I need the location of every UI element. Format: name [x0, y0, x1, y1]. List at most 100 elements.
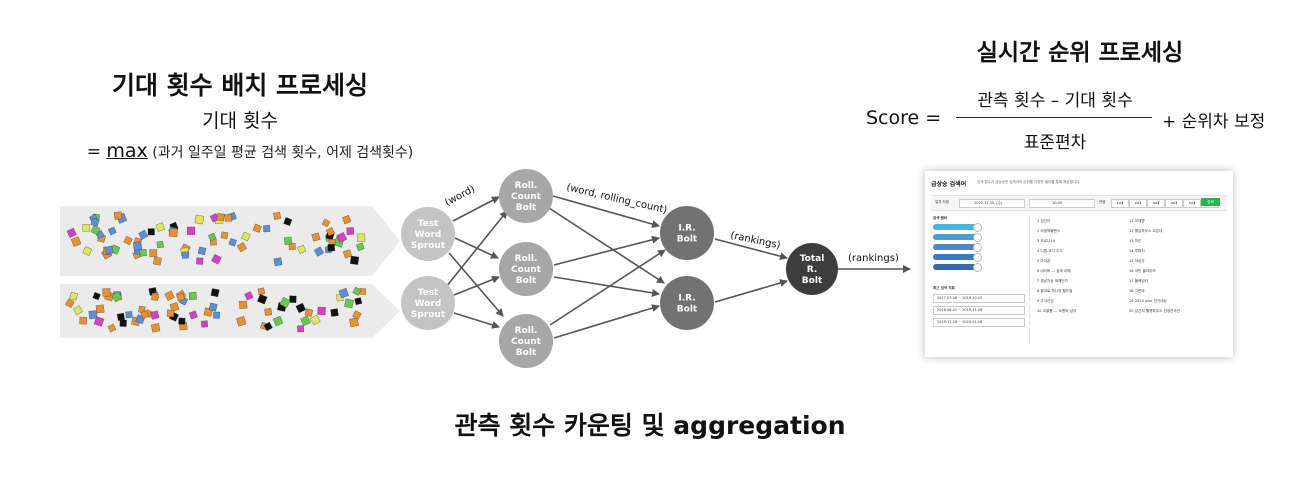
rank-item[interactable]: 1 김선아: [1037, 219, 1051, 223]
word-token: [102, 288, 111, 297]
word-token: [264, 308, 272, 316]
realtime-ranking-title: 실시간 순위 프로세싱: [976, 40, 1184, 66]
word-token: [297, 244, 307, 254]
word-token: [239, 300, 248, 309]
age-30-button[interactable]: 30대: [1147, 199, 1165, 208]
rank-item[interactable]: 19 2020 nike 연기대상: [1129, 299, 1167, 303]
edge-count1-ir1: [552, 195, 660, 228]
edge-count2-ir1: [553, 235, 660, 266]
word-token: [151, 293, 159, 301]
rank-item[interactable]: 4 디럽.코디 주식: [1037, 249, 1063, 253]
word-token: [252, 223, 262, 233]
edge-count2-ir2: [553, 276, 660, 297]
node-ir-1: I.R.Bolt: [660, 206, 714, 260]
rank-item[interactable]: 13 칙킨: [1129, 239, 1142, 243]
rank-item[interactable]: 16 국민 블라이즈: [1129, 269, 1156, 273]
filter-toggle-4[interactable]: [933, 253, 982, 262]
rank-item[interactable]: 5 아이폰: [1037, 259, 1051, 263]
word-token: [300, 315, 311, 327]
rank-item[interactable]: 3 코로나19: [1037, 239, 1055, 243]
time-field[interactable]: 10:00: [1029, 199, 1095, 208]
age-10-button[interactable]: 10대: [1111, 199, 1129, 208]
rank-item[interactable]: 11 이재명: [1129, 219, 1145, 223]
word-token: [197, 246, 207, 256]
word-token: [151, 323, 161, 333]
word-token: [279, 296, 291, 309]
word-token: [257, 294, 268, 305]
word-token: [164, 290, 175, 301]
rank-item[interactable]: 15 야상자: [1129, 259, 1145, 263]
rank-item[interactable]: 18 그린마: [1129, 289, 1145, 293]
word-token: [132, 241, 143, 251]
word-token: [336, 232, 347, 243]
word-token: [304, 308, 314, 317]
input-streams: [60, 206, 400, 338]
word-token: [139, 249, 147, 257]
dashboard-title: 급상승 검색어: [931, 181, 967, 188]
filter-toggle-5[interactable]: [933, 263, 982, 272]
topology-nodes: TestWordSproutTestWordSproutRoll.CountBo…: [401, 169, 838, 368]
word-token: [168, 228, 178, 238]
word-token: [273, 257, 283, 267]
score-denominator: 표준편차: [1023, 133, 1087, 153]
filter-section-label: 검색 필터: [933, 216, 948, 220]
word-token: [289, 295, 297, 303]
node-label-line: Sprout: [411, 241, 446, 251]
rank-item[interactable]: 14 루퍼지: [1129, 249, 1145, 253]
rank-item[interactable]: 9 주식산업: [1037, 299, 1054, 303]
formula-args: (과거 일주일 평균 검색 횟수, 어제 검색횟수): [147, 145, 414, 161]
rank-item[interactable]: 12 웨딩하우스 오픈대: [1129, 229, 1163, 233]
word-token: [119, 319, 127, 327]
word-token: [104, 245, 114, 255]
edge-label-word-rolling-count: (word, rolling_count): [565, 182, 668, 216]
word-token: [176, 292, 185, 302]
formula-prefix: =: [86, 142, 107, 162]
word-token: [108, 226, 117, 236]
recent-item-1[interactable]: 2017.03.06 ~ 2019.10.15: [933, 294, 1025, 303]
node-circle: [499, 242, 553, 296]
recent-item-2[interactable]: 2018.06.01 ~ 2019.11.26: [933, 306, 1025, 315]
age-40-button[interactable]: 40대: [1165, 199, 1183, 208]
word-token: [82, 246, 93, 256]
edge-sprout2-count3: [453, 312, 500, 329]
rank-item[interactable]: 20 김선지 헬멧하우스 선생연극관: [1129, 309, 1180, 313]
rank-item[interactable]: 6 네이버 — 쉽게 이해: [1037, 269, 1071, 273]
rank-item[interactable]: 8 결과로 하나의 월드컵: [1037, 289, 1073, 293]
recent-item-3[interactable]: 2019.11.26 ~ 2020.01.16: [933, 318, 1025, 327]
word-token: [325, 227, 335, 237]
score-label: Score =: [866, 107, 942, 129]
rank-item[interactable]: 2 허생맥플랜스: [1037, 229, 1061, 233]
node-label-line: Count: [511, 192, 542, 202]
score-numerator: 관측 횟수 – 기대 횟수: [977, 91, 1133, 111]
word-token: [188, 291, 197, 301]
node-label-line: Word: [415, 299, 442, 309]
node-label-line: Sprout: [411, 310, 446, 320]
rank-item[interactable]: 10 오을롭 — 오름의 남자: [1037, 309, 1077, 313]
age-20-button[interactable]: 20대: [1129, 199, 1147, 208]
filter-toggle-3[interactable]: [933, 243, 982, 252]
word-token: [92, 291, 101, 301]
time-value: 10:00: [1052, 201, 1063, 205]
edge-label-rankings-total: (rankings): [848, 253, 899, 264]
date-field[interactable]: 2020.12.30. (수): [959, 199, 1025, 208]
word-token: [187, 226, 196, 235]
expected-count-formula: = max (과거 일주일 평균 검색 횟수, 어제 검색횟수): [40, 140, 460, 162]
filter-toggle-1[interactable]: [933, 223, 982, 232]
node-label-line: Test: [418, 219, 439, 229]
search-button[interactable]: 검색: [1201, 198, 1220, 206]
word-token: [107, 323, 117, 333]
word-token: [208, 232, 217, 242]
word-token: [342, 215, 352, 225]
age-50-button[interactable]: 50대: [1183, 199, 1201, 208]
word-token: [138, 229, 149, 240]
node-circle: [660, 276, 714, 330]
rank-item[interactable]: 17 블랙넘카: [1129, 279, 1148, 283]
word-token: [70, 236, 82, 247]
filter-toggle-2[interactable]: [933, 233, 982, 242]
word-token: [236, 242, 247, 253]
word-token: [241, 231, 251, 242]
rank-item[interactable]: 7 경남기상 위해단지: [1037, 279, 1069, 283]
